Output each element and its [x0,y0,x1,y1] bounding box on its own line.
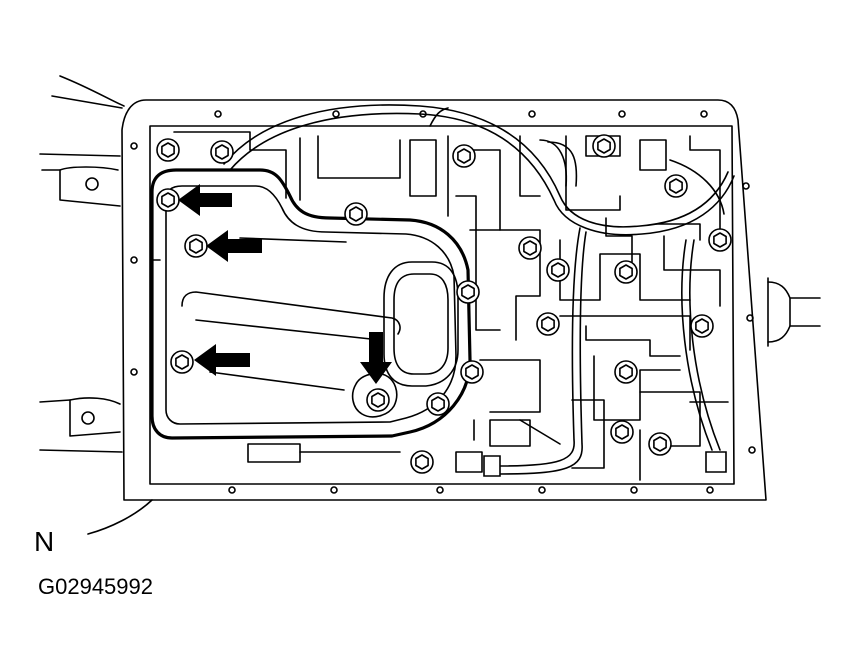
oil-pan-flange [121,99,767,501]
bolt-9 [518,236,542,260]
bolt-4 [592,134,616,158]
bolts [156,134,732,474]
wire-harness [223,104,735,477]
bolt-16 [170,350,194,374]
transmission-case-outline [39,75,153,535]
bolt-6 [156,188,180,212]
arrow-bolt-1 [178,184,232,216]
bolt-22 [410,450,434,474]
oil-strainer [150,168,472,440]
bolt-8 [344,202,368,226]
bolt-13 [536,312,560,336]
view-direction-label: N [34,526,55,557]
bolt-20 [426,392,450,416]
bolt-1 [156,138,180,162]
bolt-11 [614,260,638,284]
bolt-19 [366,388,390,412]
bolt-23 [648,432,672,456]
arrow-bolt-3 [194,344,250,376]
bolt-5 [664,174,688,198]
removal-arrows [178,184,392,384]
bolt-17 [460,360,484,384]
arrow-bolt-4 [360,332,392,384]
bolt-7 [184,234,208,258]
bolt-18 [614,360,638,384]
arrow-bolt-2 [206,230,262,262]
figure-id: G02945992 [38,574,153,599]
bolt-10 [546,258,570,282]
valve-body-passages [151,131,729,481]
bolt-2 [210,140,234,164]
bolt-15 [708,228,732,252]
bolt-21 [610,420,634,444]
bolt-14 [690,314,714,338]
bolt-3 [452,144,476,168]
bolt-12 [456,280,480,304]
output-shaft [767,277,821,347]
